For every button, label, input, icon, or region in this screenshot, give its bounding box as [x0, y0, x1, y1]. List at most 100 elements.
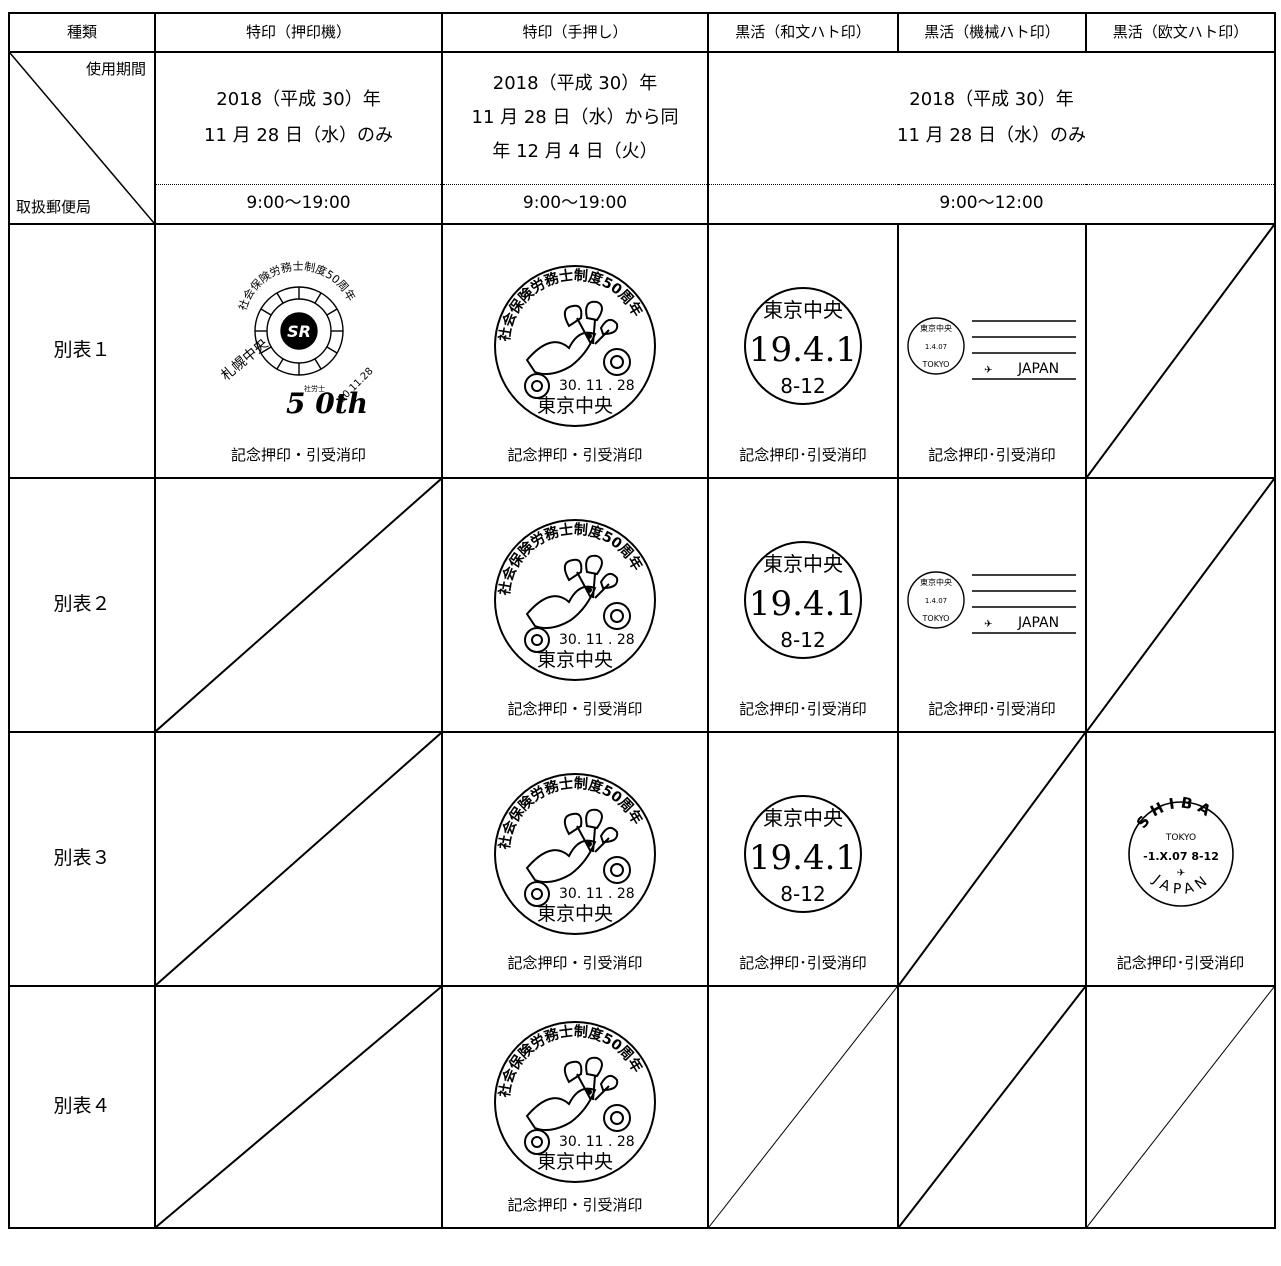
header-wabun: 黒活（和文ハト印）	[707, 12, 899, 53]
tokyo-commemorative-stamp: 社会保険労務士制度50周年 30. 11 . 28 東京中央	[494, 772, 656, 935]
cell-wabun: 東京中央 19.4.1 8-12 記念押印･引受消印	[707, 731, 899, 987]
period-col345: 2018（平成 30）年 11 月 28 日（水）のみ	[707, 50, 1276, 185]
wabun-date: 19.4.1	[749, 330, 857, 370]
cell-hand-special: 社会保険労務士制度50周年 30. 11 . 28 東京中央 記念押印・引受消印	[441, 731, 709, 987]
wabun-date: 19.4.1	[749, 584, 857, 624]
caption: 記念押印･引受消印	[739, 953, 867, 972]
postmark-table: 種類 特印（押印機） 特印（手押し） 黒活（和文ハト印） 黒活（機械ハト印） 黒…	[8, 12, 1276, 1229]
caption: 記念押印・引受消印	[507, 953, 643, 972]
table-row: 別表１ SR 社会保険労務士制度50周年 札幌中央	[8, 223, 1276, 479]
cell-machine-dove: 東京中央 1.4.07 TOKYO ✈ JAPAN 記念押印･引受消印	[897, 223, 1087, 479]
dove-mark: ✈	[1176, 868, 1184, 879]
stamp-arc-text: 社会保険労務士制度50周年	[496, 267, 646, 344]
stamp-date-text: 30. 11 . 28	[559, 1134, 635, 1150]
stamp-date-text: 30. 11 . 28	[559, 632, 635, 648]
tokyo-commemorative-stamp: 社会保険労務士制度50周年 30. 11 . 28 東京中央	[494, 1021, 656, 1184]
period-line: 2018（平成 30）年	[216, 89, 381, 111]
empty-cell-diagonal	[1087, 225, 1274, 477]
header-row: 種類 特印（押印機） 特印（手押し） 黒活（和文ハト印） 黒活（機械ハト印） 黒…	[8, 12, 1276, 53]
sapporo-commemorative-stamp: SR 社会保険労務士制度50周年 札幌中央 5 0th 社労士 30.11.28	[218, 259, 375, 420]
empty-cell-diagonal	[899, 987, 1085, 1227]
cell-hand-special: 社会保険労務士制度50周年 30. 11 . 28 東京中央 記念押印・引受消印	[441, 477, 709, 733]
dove-mark: ✈	[984, 619, 992, 630]
sapporo-office-text: 札幌中央	[218, 336, 271, 384]
cell-wabun: 東京中央 19.4.1 8-12 記念押印･引受消印	[707, 223, 899, 479]
stamp-arc-text: 社会保険労務士制度50周年	[496, 775, 646, 852]
obun-sub-text: TOKYO	[1164, 833, 1195, 843]
period-line: 年 12 月 4 日（火）	[492, 141, 658, 163]
cell-obun-empty	[1085, 985, 1276, 1229]
time-col1: 9:00〜19:00	[154, 183, 443, 225]
wabun-dove-stamp: 東京中央 19.4.1 8-12	[744, 794, 862, 913]
cell-machine-dove: 東京中央 1.4.07 TOKYO ✈ JAPAN 記念押印･引受消印	[897, 477, 1087, 733]
tokyo-commemorative-stamp: 社会保険労務士制度50周年 30. 11 . 28 東京中央	[494, 264, 656, 427]
obun-top-text: SHIBA	[1132, 794, 1217, 832]
cell-hand-special: 社会保険労務士制度50周年 30. 11 . 28 東京中央 記念押印・引受消印	[441, 985, 709, 1229]
header-machine-dove: 黒活（機械ハト印）	[897, 12, 1087, 53]
caption: 記念押印・引受消印	[507, 699, 643, 718]
wabun-office: 東京中央	[763, 552, 843, 576]
cell-obun-empty	[1085, 477, 1276, 733]
machine-circle-date: 1.4.07	[925, 343, 947, 351]
header-type: 種類	[8, 12, 156, 53]
cell-wabun: 東京中央 19.4.1 8-12 記念押印･引受消印	[707, 477, 899, 733]
caption: 記念押印･引受消印	[739, 445, 867, 464]
obun-date-text: -1.X.07 8-12	[1143, 850, 1219, 863]
machine-circle-office: 東京中央	[920, 323, 952, 333]
period-row: 使用期間 取扱郵便局 2018（平成 30）年 11 月 28 日（水）のみ 2…	[8, 50, 1276, 225]
caption: 記念押印･引受消印	[928, 445, 1056, 464]
stamp-office-text: 東京中央	[537, 649, 613, 671]
anniversary-mark: 5 0th	[286, 387, 368, 420]
caption: 記念押印･引受消印	[1116, 953, 1245, 972]
period-col1: 2018（平成 30）年 11 月 28 日（水）のみ	[154, 50, 443, 185]
corner-cell: 使用期間 取扱郵便局	[8, 51, 156, 225]
caption: 記念押印･引受消印	[739, 699, 867, 718]
wabun-time: 8-12	[780, 628, 825, 652]
obun-dove-stamp: SHIBA TOKYO -1.X.07 8-12 ✈ JAPAN	[1127, 794, 1234, 907]
header-hand-special: 特印（手押し）	[441, 12, 709, 53]
corner-diagonal	[10, 53, 154, 223]
caption: 記念押印・引受消印	[507, 1195, 643, 1214]
empty-cell-diagonal	[156, 733, 441, 985]
header-machine-special: 特印（押印機）	[154, 12, 443, 53]
cell-obun: SHIBA TOKYO -1.X.07 8-12 ✈ JAPAN 記念押印･引受…	[1085, 731, 1276, 987]
table-row: 別表３ 社会保険労務士制度50周年 30. 11 . 28 東京中央	[8, 731, 1276, 987]
cell-obun-empty	[1085, 223, 1276, 479]
row-label: 別表１	[8, 223, 156, 479]
row-label: 別表４	[8, 985, 156, 1229]
machine-dove-stamp: 東京中央 1.4.07 TOKYO ✈ JAPAN	[907, 571, 1076, 634]
stamp-office-text: 東京中央	[537, 395, 613, 417]
machine-japan: JAPAN	[1017, 615, 1059, 631]
empty-cell-diagonal	[156, 987, 441, 1227]
stamp-arc-text: 社会保険労務士制度50周年	[496, 1023, 646, 1100]
time-col2: 9:00〜19:00	[441, 183, 709, 225]
post-office-label: 取扱郵便局	[16, 197, 92, 216]
wabun-time: 8-12	[780, 882, 825, 906]
empty-cell-diagonal	[709, 987, 897, 1227]
cell-hand-special: 社会保険労務士制度50周年 30. 11 . 28 東京中央 記念押印・引受消印	[441, 223, 709, 479]
cell-machine-special-empty	[154, 731, 443, 987]
period-line: 11 月 28 日（水）のみ	[204, 125, 393, 147]
stamp-arc-text: 社会保険労務士制度50周年	[496, 521, 646, 598]
sharoushi-small-text: 社労士	[304, 384, 325, 393]
wabun-dove-stamp: 東京中央 19.4.1 8-12	[744, 286, 862, 405]
machine-circle-date: 1.4.07	[925, 597, 947, 605]
caption: 記念押印・引受消印	[507, 445, 643, 464]
wabun-office: 東京中央	[763, 806, 843, 830]
cell-machine-dove-empty	[897, 731, 1087, 987]
cell-machine-special-empty	[154, 985, 443, 1229]
time-row: 9:00〜19:00 9:00〜19:00 9:00〜12:00	[9, 183, 1276, 225]
header-obun: 黒活（欧文ハト印）	[1085, 12, 1276, 53]
wabun-office: 東京中央	[763, 298, 843, 322]
stamp-date-text: 30. 11 . 28	[559, 378, 635, 394]
empty-cell-diagonal	[156, 479, 441, 731]
machine-japan: JAPAN	[1017, 361, 1059, 377]
stamp-office-text: 東京中央	[537, 903, 613, 925]
sr-logo-text: SR	[287, 322, 311, 341]
machine-dove-stamp: 東京中央 1.4.07 TOKYO ✈ JAPAN	[907, 317, 1076, 380]
stamp-office-text: 東京中央	[537, 1151, 613, 1173]
dove-mark: ✈	[984, 365, 992, 376]
cell-machine-special-empty	[154, 477, 443, 733]
period-col2: 2018（平成 30）年 11 月 28 日（水）から同 年 12 月 4 日（…	[441, 50, 709, 185]
